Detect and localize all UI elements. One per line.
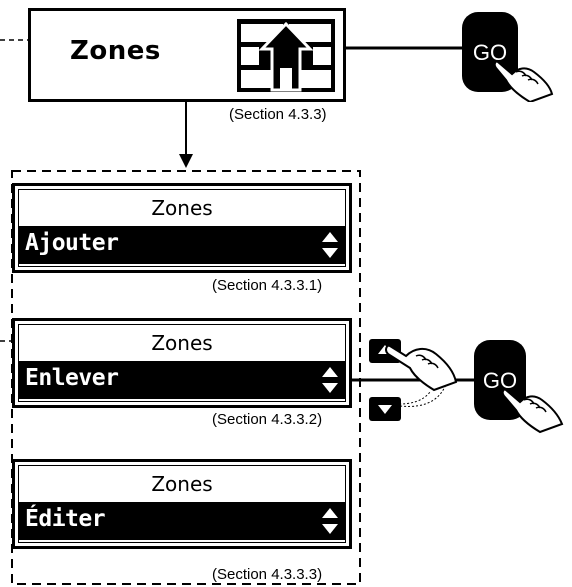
lcd-title: Zones	[151, 472, 213, 496]
lcd-screen-ajouter: Zones Ajouter	[12, 183, 352, 273]
lcd-screen-enlever: Zones Enlever	[12, 318, 352, 408]
menu-item-enlever[interactable]: Enlever	[25, 365, 119, 391]
menu-item-ajouter[interactable]: Ajouter	[25, 230, 119, 256]
go-button[interactable]: GO	[472, 338, 570, 434]
lcd-screen-editer: Zones Éditer	[12, 459, 352, 549]
menu-item-editer[interactable]: Éditer	[25, 506, 106, 532]
lcd-title: Zones	[151, 331, 213, 355]
scroll-arrows-icon	[322, 232, 338, 258]
caption-4331: (Section 4.3.3.1)	[212, 277, 323, 294]
selected-item-bar: Enlever	[19, 361, 345, 399]
go-button-label: GO	[473, 40, 507, 65]
scroll-arrows-icon	[322, 367, 338, 393]
selected-item-bar: Éditer	[19, 502, 345, 540]
top-section-caption: (Section 4.3.3)	[229, 106, 327, 123]
scroll-arrows-icon	[322, 508, 338, 534]
lcd-title: Zones	[151, 196, 213, 220]
go-button-label: GO	[483, 368, 517, 393]
caption-4333: (Section 4.3.3.3)	[212, 566, 323, 583]
zones-menu-title: Zones	[70, 36, 161, 66]
pressing-hand-icon	[385, 344, 458, 392]
selected-item-bar: Ajouter	[19, 226, 345, 264]
go-button[interactable]: GO	[460, 10, 555, 102]
caption-4332: (Section 4.3.3.2)	[212, 411, 323, 428]
down-button[interactable]	[368, 396, 402, 422]
zones-house-icon	[237, 19, 335, 92]
